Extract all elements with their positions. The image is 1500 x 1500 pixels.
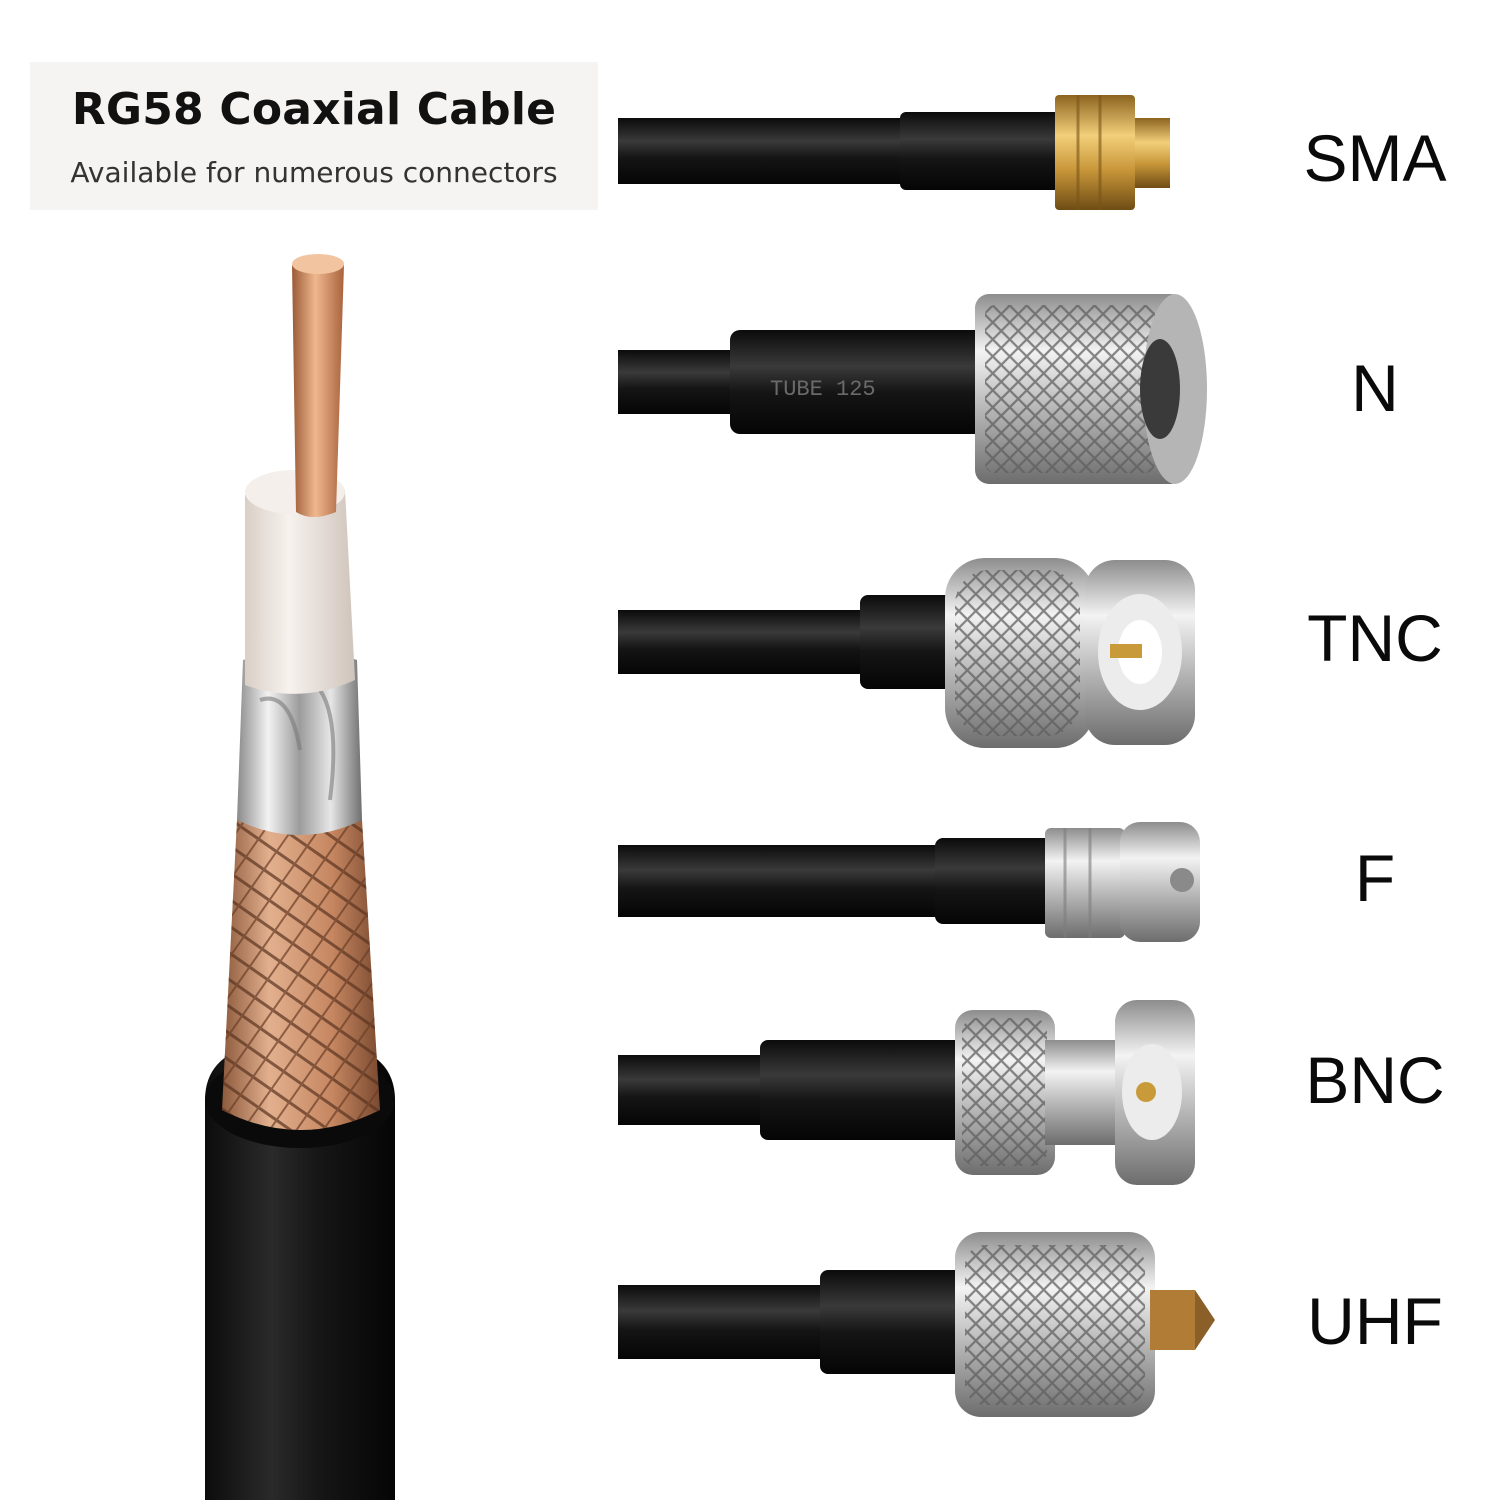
connector-uhf	[618, 1232, 1215, 1417]
copper-braid	[222, 805, 380, 1130]
connector-label-tnc: TNC	[1307, 601, 1443, 675]
connector-tnc	[618, 558, 1195, 748]
copper-center-conductor	[292, 254, 344, 517]
connector-n: TUBE 125	[618, 294, 1207, 484]
foil-shield	[237, 650, 362, 835]
svg-text:TUBE 125: TUBE 125	[770, 377, 876, 402]
connector-bnc	[618, 1000, 1195, 1185]
page-subtitle: Available for numerous connectors	[70, 156, 558, 189]
connector-label-f: F	[1354, 841, 1396, 915]
connector-label-n: N	[1351, 351, 1399, 425]
connector-label-uhf: UHF	[1307, 1284, 1443, 1358]
page-title: RG58 Coaxial Cable	[71, 84, 557, 135]
connector-sma	[618, 95, 1170, 210]
connector-f	[618, 822, 1200, 942]
cable-cross-section	[205, 254, 395, 1500]
header-panel	[30, 62, 598, 210]
connector-label-bnc: BNC	[1305, 1043, 1445, 1117]
connector-label-sma: SMA	[1303, 121, 1447, 195]
